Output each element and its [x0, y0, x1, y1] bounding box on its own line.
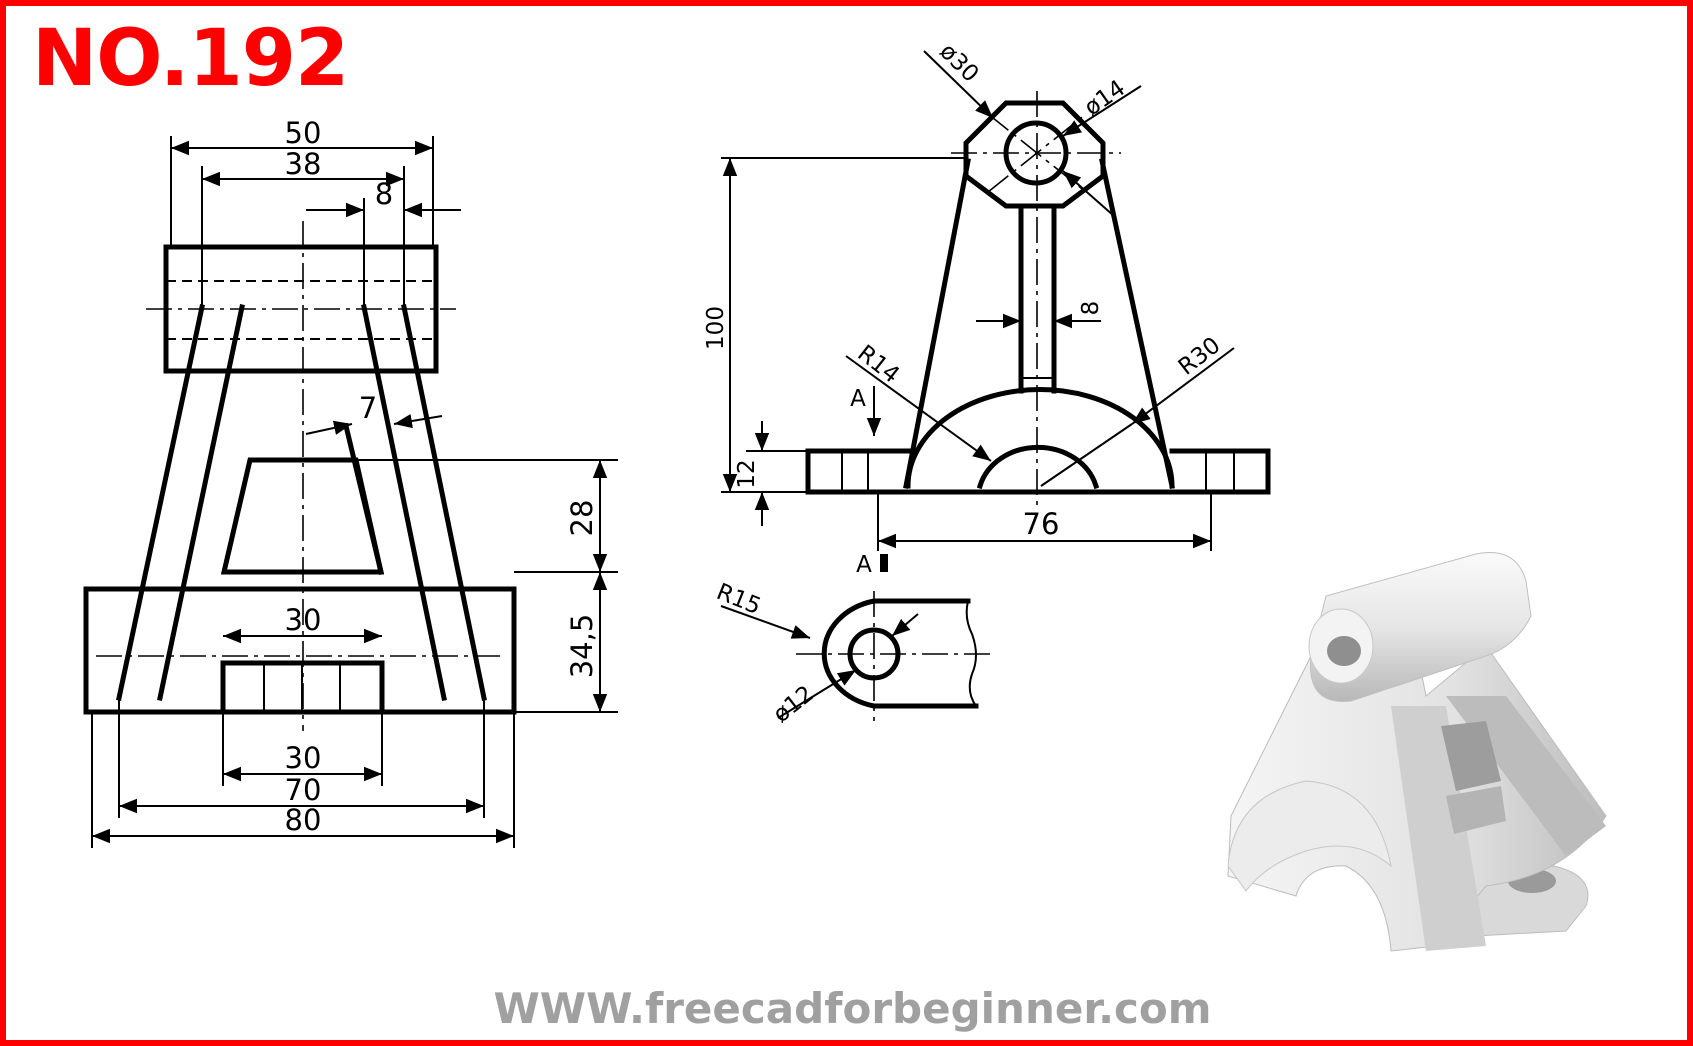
dim-50: 50	[285, 116, 322, 150]
front-leg-right-inner	[361, 304, 447, 701]
iso-view	[1227, 552, 1607, 952]
drawing-number: NO.192	[32, 14, 349, 104]
side-arch-outer	[905, 387, 1175, 489]
dim-d14: ø14	[1080, 75, 1130, 121]
dim-28: 28	[565, 500, 599, 537]
side-leg-left	[903, 158, 971, 489]
dim-d12: ø12	[769, 681, 819, 728]
dim-d30: ø30	[934, 39, 983, 88]
dim-100: 100	[703, 306, 729, 350]
technical-drawing: 50 38 8 7 28 34,5 30	[83, 39, 1607, 952]
dim-30-bottom: 30	[285, 741, 322, 775]
front-view: 50 38 8 7 28 34,5 30	[83, 116, 618, 848]
dim-70: 70	[285, 773, 322, 807]
side-view: 100 12 8 76 ø30 ø14 R14	[703, 39, 1271, 551]
dim-8-rib: 8	[1078, 301, 1104, 316]
dim-8: 8	[375, 177, 393, 211]
side-boss	[963, 100, 1106, 209]
front-leg-right-outer	[401, 304, 487, 701]
website-footer: WWW.freecadforbeginner.com	[493, 984, 1212, 1033]
dim-r15: R15	[713, 579, 765, 620]
dim-r14: R14	[852, 340, 904, 388]
dim-7: 7	[359, 391, 377, 425]
section-view-a: A R15 ø12	[713, 552, 996, 728]
dim-38: 38	[285, 147, 322, 181]
dim-80: 80	[285, 803, 322, 837]
front-leg-left-outer	[116, 304, 205, 701]
dim-34-5: 34,5	[565, 614, 599, 679]
dim-76: 76	[1023, 507, 1060, 541]
front-leg-left-inner	[157, 304, 245, 701]
side-arch-inner	[976, 444, 1100, 490]
dim-30-top: 30	[285, 603, 322, 637]
section-lug	[821, 598, 979, 709]
section-label-a: A	[856, 552, 872, 578]
dim-12: 12	[734, 459, 760, 488]
section-mark-a: A	[850, 386, 866, 412]
